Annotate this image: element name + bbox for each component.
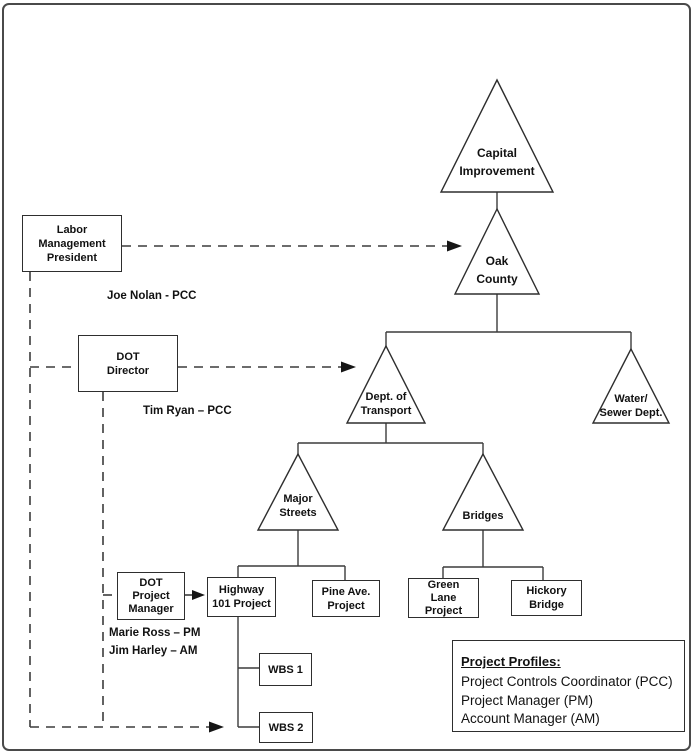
water-sewer-dept-triangle [591,347,671,424]
labor-management-president-box: Labor Management President [22,215,122,272]
legend-item-pcc: Project Controls Coordinator (PCC) [461,674,673,689]
oak-county-label: Oak County [476,254,518,286]
highway-101-project-box: Highway 101 Project [207,577,276,617]
oak-county-triangle [453,207,541,295]
major-streets-triangle [256,452,340,531]
legend-item-pm: Project Manager (PM) [461,692,594,708]
capital-improvement-label: Capital Improvement [459,146,535,178]
jim-harley-annotation: Jim Harley – AM [109,645,198,657]
capital-improvement-triangle [439,78,555,193]
arrowhead-to-highway [192,590,205,600]
wbs-2-box: WBS 2 [259,712,313,743]
legend-item-am: Account Manager (AM) [461,711,600,726]
dot-project-manager-box: DOT Project Manager [117,572,185,620]
major-streets-label: Major Streets [279,493,317,519]
dept-of-transport-label: Dept. of Transport [360,391,412,417]
wbs-1-box: WBS 1 [259,653,312,686]
bridges-triangle [441,452,525,531]
hickory-bridge-box: Hickory Bridge [511,580,582,616]
project-profiles-legend: Project Profiles: Project Controls Coord… [452,640,685,732]
arrowhead-to-wbs2 [209,721,224,733]
dept-of-transport-triangle [345,344,427,424]
dot-director-box: DOT Director [78,335,178,392]
legend-title: Project Profiles: [461,654,561,669]
marie-ross-annotation: Marie Ross – PM [109,627,201,639]
tim-ryan-annotation: Tim Ryan – PCC [143,405,232,417]
pine-ave-project-box: Pine Ave. Project [312,580,380,617]
bridges-label: Bridges [462,510,504,522]
joe-nolan-annotation: Joe Nolan - PCC [107,290,197,302]
green-lane-project-box: Green Lane Project [408,578,479,618]
arrowhead-to-dept [341,361,356,373]
water-sewer-dept-label: Water/ Sewer Dept. [599,393,663,419]
arrowhead-to-oak [447,240,462,252]
